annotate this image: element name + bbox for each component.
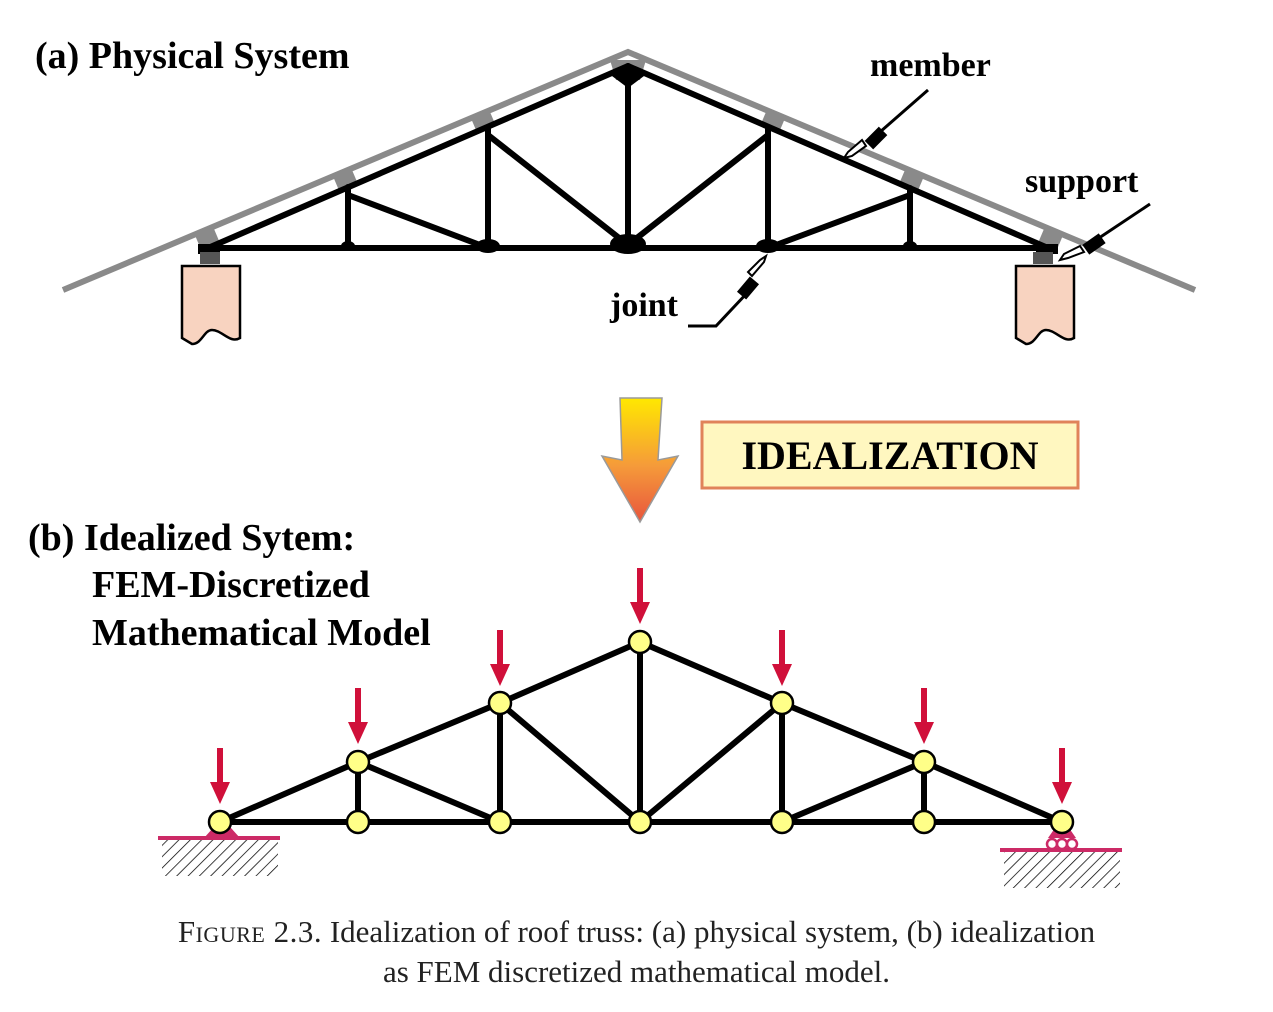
node	[769, 809, 795, 835]
load-arrow	[914, 688, 934, 744]
member-pointer-icon	[841, 88, 929, 160]
idealization-box: IDEALIZATION	[700, 420, 1080, 490]
node	[487, 809, 513, 835]
figure-caption: Figure 2.3. Idealization of roof truss: …	[0, 912, 1273, 992]
roller-support	[1000, 818, 1122, 888]
panel-b-title-line2: FEM-Discretized	[92, 564, 370, 606]
node	[487, 690, 513, 716]
caption-text-line2: as FEM discretized mathematical model.	[382, 954, 891, 989]
node	[911, 809, 937, 835]
panel-a-title: (a) Physical System	[35, 35, 350, 77]
right-support	[1014, 252, 1076, 346]
node	[345, 809, 371, 835]
joint-label: joint	[609, 287, 679, 324]
node	[1049, 809, 1075, 835]
roof-truss-figure: (a) Physical System	[28, 35, 1197, 888]
node	[627, 809, 653, 835]
support-label: support	[1025, 163, 1139, 200]
physical-system-panel: (a) Physical System	[35, 35, 1197, 346]
load-arrow	[490, 630, 510, 686]
idealization-arrow-icon	[600, 397, 680, 524]
caption-line1: Figure 2.3. Idealization of roof truss: …	[0, 912, 1273, 952]
support-pointer-icon	[1057, 202, 1151, 262]
node	[627, 629, 653, 655]
idealization-label: IDEALIZATION	[741, 433, 1038, 478]
gusset-plates	[198, 64, 1058, 254]
load-arrow	[630, 568, 650, 624]
load-arrow	[1052, 748, 1072, 804]
caption-text-line1: Idealization of roof truss: (a) physical…	[329, 914, 1096, 949]
idealized-system-panel: (b) Idealized Sytem: FEM-Discretized Mat…	[28, 517, 1122, 888]
pin-support	[158, 818, 280, 876]
load-arrow	[348, 688, 368, 744]
joint-pointer-icon	[688, 253, 768, 328]
roof-line	[61, 48, 1197, 293]
node	[207, 809, 233, 835]
figure-number: Figure 2.3.	[177, 914, 323, 949]
panel-b-title-line1: (b) Idealized Sytem:	[28, 517, 355, 559]
load-arrow	[772, 630, 792, 686]
node	[345, 749, 371, 775]
panel-b-title-line3: Mathematical Model	[92, 612, 431, 654]
member-label: member	[870, 47, 991, 84]
fem-members	[217, 639, 1065, 825]
node	[911, 749, 937, 775]
load-arrow	[210, 748, 230, 804]
node	[769, 690, 795, 716]
left-support	[180, 252, 242, 346]
load-arrows	[210, 568, 1072, 804]
fem-nodes	[207, 629, 1075, 835]
